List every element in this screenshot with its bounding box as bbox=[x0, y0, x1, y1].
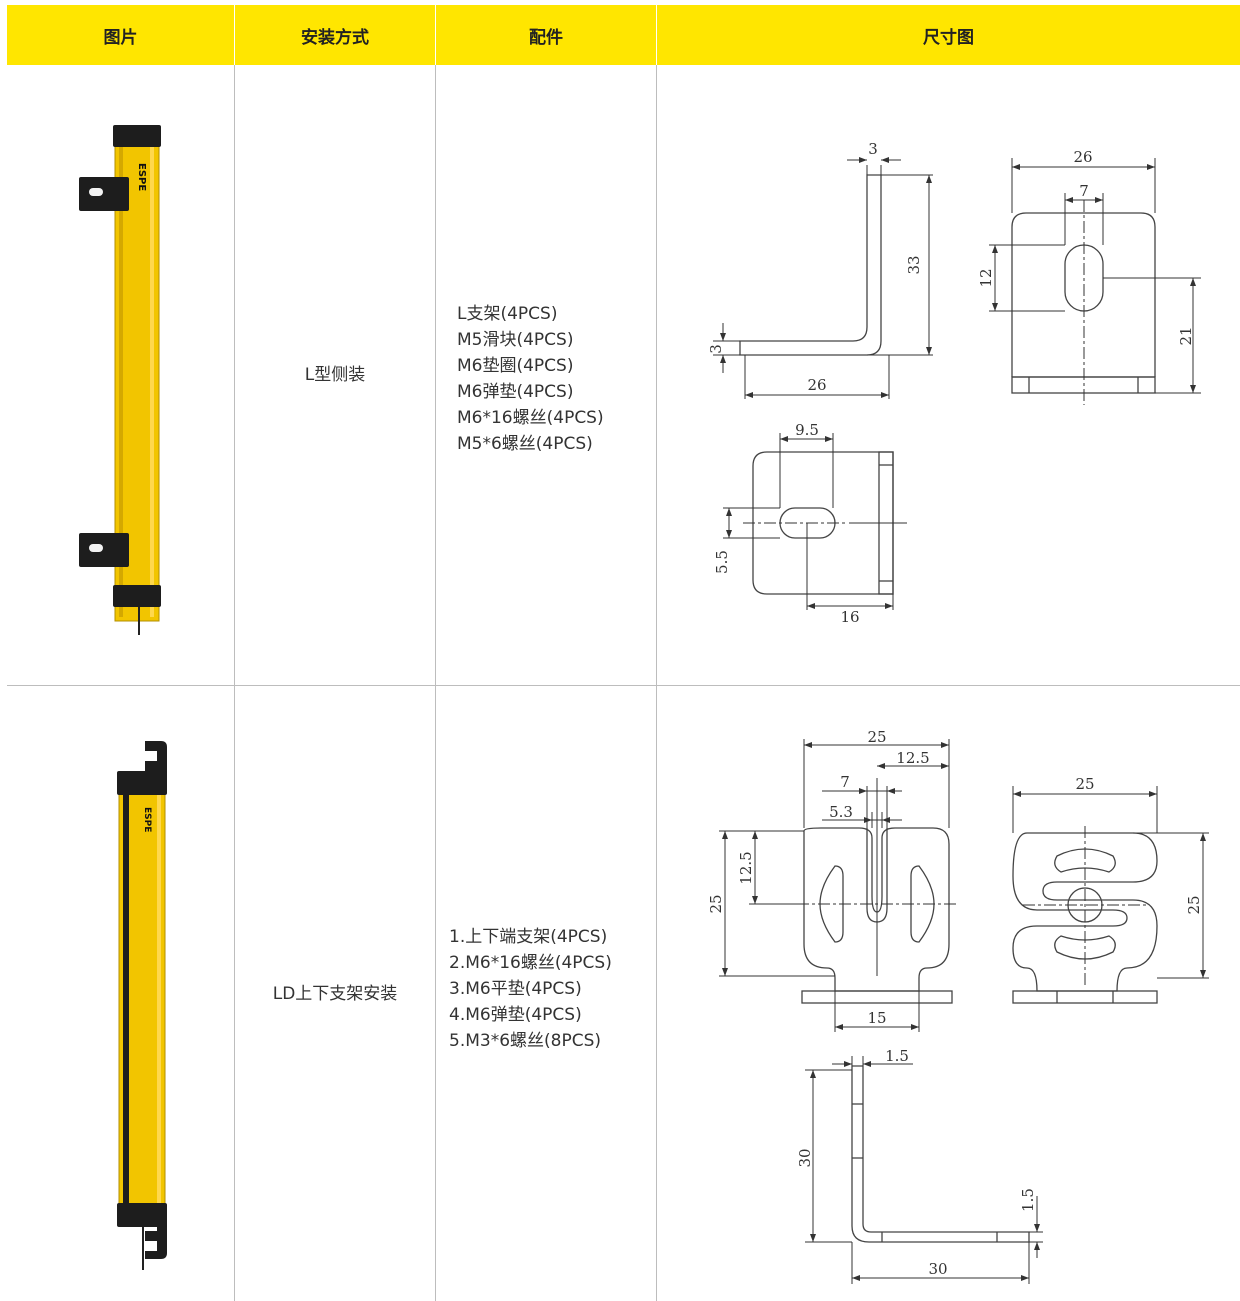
list-item: M5滑块(4PCS) bbox=[457, 330, 574, 350]
dim-label: 25 bbox=[1185, 895, 1203, 914]
dim-label: 5.5 bbox=[713, 550, 731, 574]
list-item: L支架(4PCS) bbox=[457, 304, 558, 324]
dim-label: 26 bbox=[807, 376, 826, 394]
spec-table: 图片 安装方式 配件 尺寸图 ESPE L型侧装 L支架(4PCS) M5滑块(… bbox=[7, 5, 1240, 1301]
accessory-list: L支架(4PCS) M5滑块(4PCS) M6垫圈(4PCS) M6弹垫(4PC… bbox=[457, 301, 604, 457]
list-item: M5*6螺丝(4PCS) bbox=[457, 434, 593, 454]
dim-label: 12.5 bbox=[896, 749, 929, 767]
dim-label: 25 bbox=[1075, 775, 1094, 793]
list-item: 5.M3*6螺丝(8PCS) bbox=[449, 1031, 602, 1051]
dim-label: 9.5 bbox=[795, 421, 819, 439]
list-item: M6弹垫(4PCS) bbox=[457, 382, 574, 402]
dim-label: 1.5 bbox=[885, 1047, 909, 1065]
dim-label: 7 bbox=[1079, 182, 1089, 200]
dim-label: 25 bbox=[867, 728, 886, 746]
dim-label: 12.5 bbox=[737, 851, 755, 884]
dim-label: 26 bbox=[1073, 148, 1092, 166]
header-picture: 图片 bbox=[7, 5, 234, 65]
mounting-method: L型侧装 bbox=[304, 365, 366, 385]
list-item: 2.M6*16螺丝(4PCS) bbox=[449, 953, 612, 973]
list-item: M6垫圈(4PCS) bbox=[457, 356, 574, 376]
dim-label: 25 bbox=[707, 894, 725, 913]
brand-label: ESPE bbox=[136, 163, 147, 191]
dim-label: 21 bbox=[1177, 326, 1195, 345]
column-divider bbox=[234, 65, 235, 1301]
dim-label: 15 bbox=[867, 1009, 886, 1027]
dimension-drawing-l-bracket: 33 3 3 26 26 7 bbox=[707, 140, 1201, 626]
list-item: M6*16螺丝(4PCS) bbox=[457, 408, 604, 428]
dim-label: 16 bbox=[840, 608, 859, 626]
dim-label: 7 bbox=[840, 773, 850, 791]
dim-label: 30 bbox=[928, 1260, 947, 1278]
dim-label: 1.5 bbox=[1019, 1188, 1037, 1212]
row-divider bbox=[7, 685, 1240, 686]
header-mounting: 安装方式 bbox=[235, 5, 435, 65]
accessory-list: 1.上下端支架(4PCS) 2.M6*16螺丝(4PCS) 3.M6平垫(4PC… bbox=[449, 924, 612, 1054]
list-item: 3.M6平垫(4PCS) bbox=[449, 979, 582, 999]
dim-label: 3 bbox=[707, 344, 725, 354]
dimension-drawing-ld-bracket: 25 12.5 7 5.3 12.5 25 15 bbox=[707, 728, 1209, 1284]
column-divider bbox=[435, 65, 436, 1301]
column-divider bbox=[656, 65, 657, 1301]
list-item: 1.上下端支架(4PCS) bbox=[449, 927, 608, 947]
header-dimensions: 尺寸图 bbox=[657, 5, 1240, 65]
mounting-method: LD上下支架安装 bbox=[272, 983, 398, 1004]
product-image-l-mount: ESPE bbox=[79, 125, 161, 635]
brand-label: ESPE bbox=[142, 807, 152, 832]
product-image-ld-mount: ESPE bbox=[117, 741, 167, 1270]
dim-label: 30 bbox=[796, 1148, 814, 1167]
dim-label: 3 bbox=[868, 140, 878, 158]
list-item: 4.M6弹垫(4PCS) bbox=[449, 1005, 582, 1025]
dim-label: 33 bbox=[905, 255, 923, 274]
header-accessories: 配件 bbox=[436, 5, 656, 65]
dim-label: 12 bbox=[977, 268, 995, 287]
dim-label: 5.3 bbox=[829, 803, 853, 821]
